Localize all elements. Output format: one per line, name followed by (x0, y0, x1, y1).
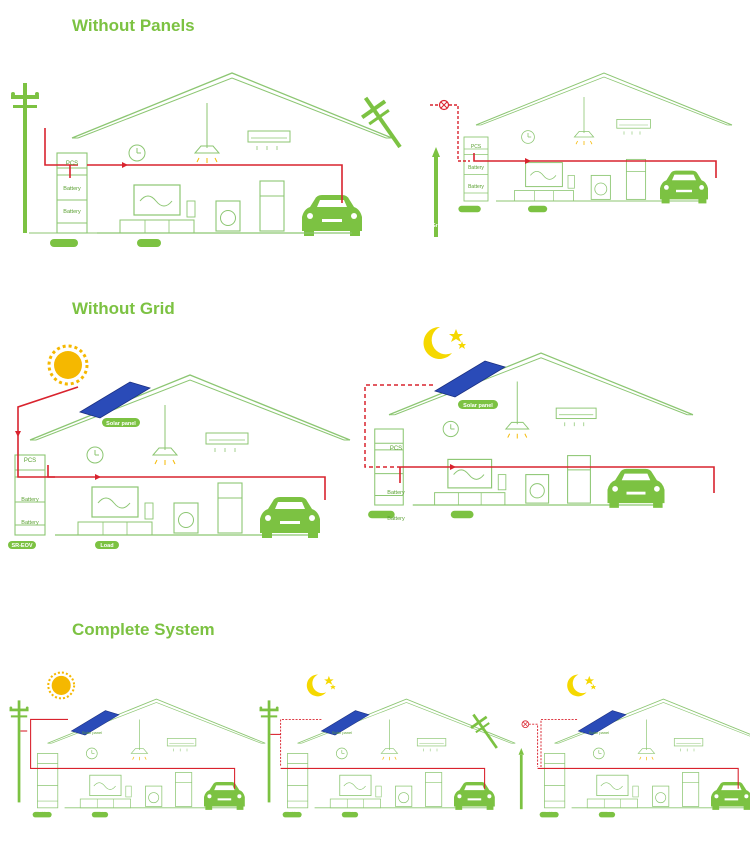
label-solar-panel-5: Solar panel (82, 730, 102, 735)
label-grid-1: Grid (19, 235, 30, 241)
label-solar-panel-6: Solar panel (332, 730, 352, 735)
label-solar-panel-4: Solar panel (463, 403, 493, 409)
label-device-4: SR-EOV (384, 544, 405, 550)
scene-without-panels-outage (354, 72, 733, 238)
scene-without-grid-day (7, 344, 351, 550)
label-battery-4b: Battery (387, 516, 405, 522)
label-load-1: Load (142, 235, 155, 241)
scene-without-grid-night (364, 326, 715, 519)
section-title-without-grid: Without Grid (72, 299, 175, 318)
label-device-3: SR-EOV (11, 543, 32, 549)
label-grid-5: Grid (15, 808, 24, 813)
label-device-1: SR-EOV (53, 235, 74, 241)
label-grid-2: Grid (432, 223, 442, 229)
section-title-without-panels: Without Panels (72, 16, 195, 35)
label-grid-6: Grid (265, 808, 274, 813)
label-load-6: Load (350, 808, 360, 813)
scene-complete-outage (465, 674, 750, 818)
label-pcs-1: PCS (66, 161, 78, 167)
label-battery-2a: Battery (468, 165, 484, 171)
label-grid-7: Grid (522, 808, 531, 813)
label-battery-3b: Battery (21, 520, 39, 526)
label-load-5: Load (100, 808, 110, 813)
label-device-5: SR-EOV (38, 808, 54, 813)
label-device-2: SR-EOV (461, 223, 481, 229)
scene-complete-night (259, 674, 516, 818)
label-pcs-2: PCS (471, 144, 482, 150)
label-device-7: SR-EOV (545, 808, 561, 813)
label-device-6: SR-EOV (288, 808, 304, 813)
label-battery-2b: Battery (468, 184, 484, 190)
label-solar-panel-3: Solar panel (106, 421, 136, 427)
scene-without-panels-grid (11, 72, 393, 248)
label-load-2: Load (535, 223, 547, 229)
label-battery-3a: Battery (21, 497, 39, 503)
label-load-4: Load (470, 544, 483, 550)
scene-complete-day (9, 671, 266, 818)
label-pcs-3: PCS (24, 458, 36, 464)
label-load-7: Load (607, 808, 617, 813)
label-battery-1a: Battery (63, 186, 81, 192)
label-solar-panel-7: Solar panel (589, 730, 609, 735)
label-load-3: Load (100, 543, 113, 549)
label-battery-1b: Battery (63, 209, 81, 215)
section-title-complete-system: Complete System (72, 620, 215, 639)
label-pcs-4: PCS (390, 446, 402, 452)
label-battery-4a: Battery (387, 490, 405, 496)
